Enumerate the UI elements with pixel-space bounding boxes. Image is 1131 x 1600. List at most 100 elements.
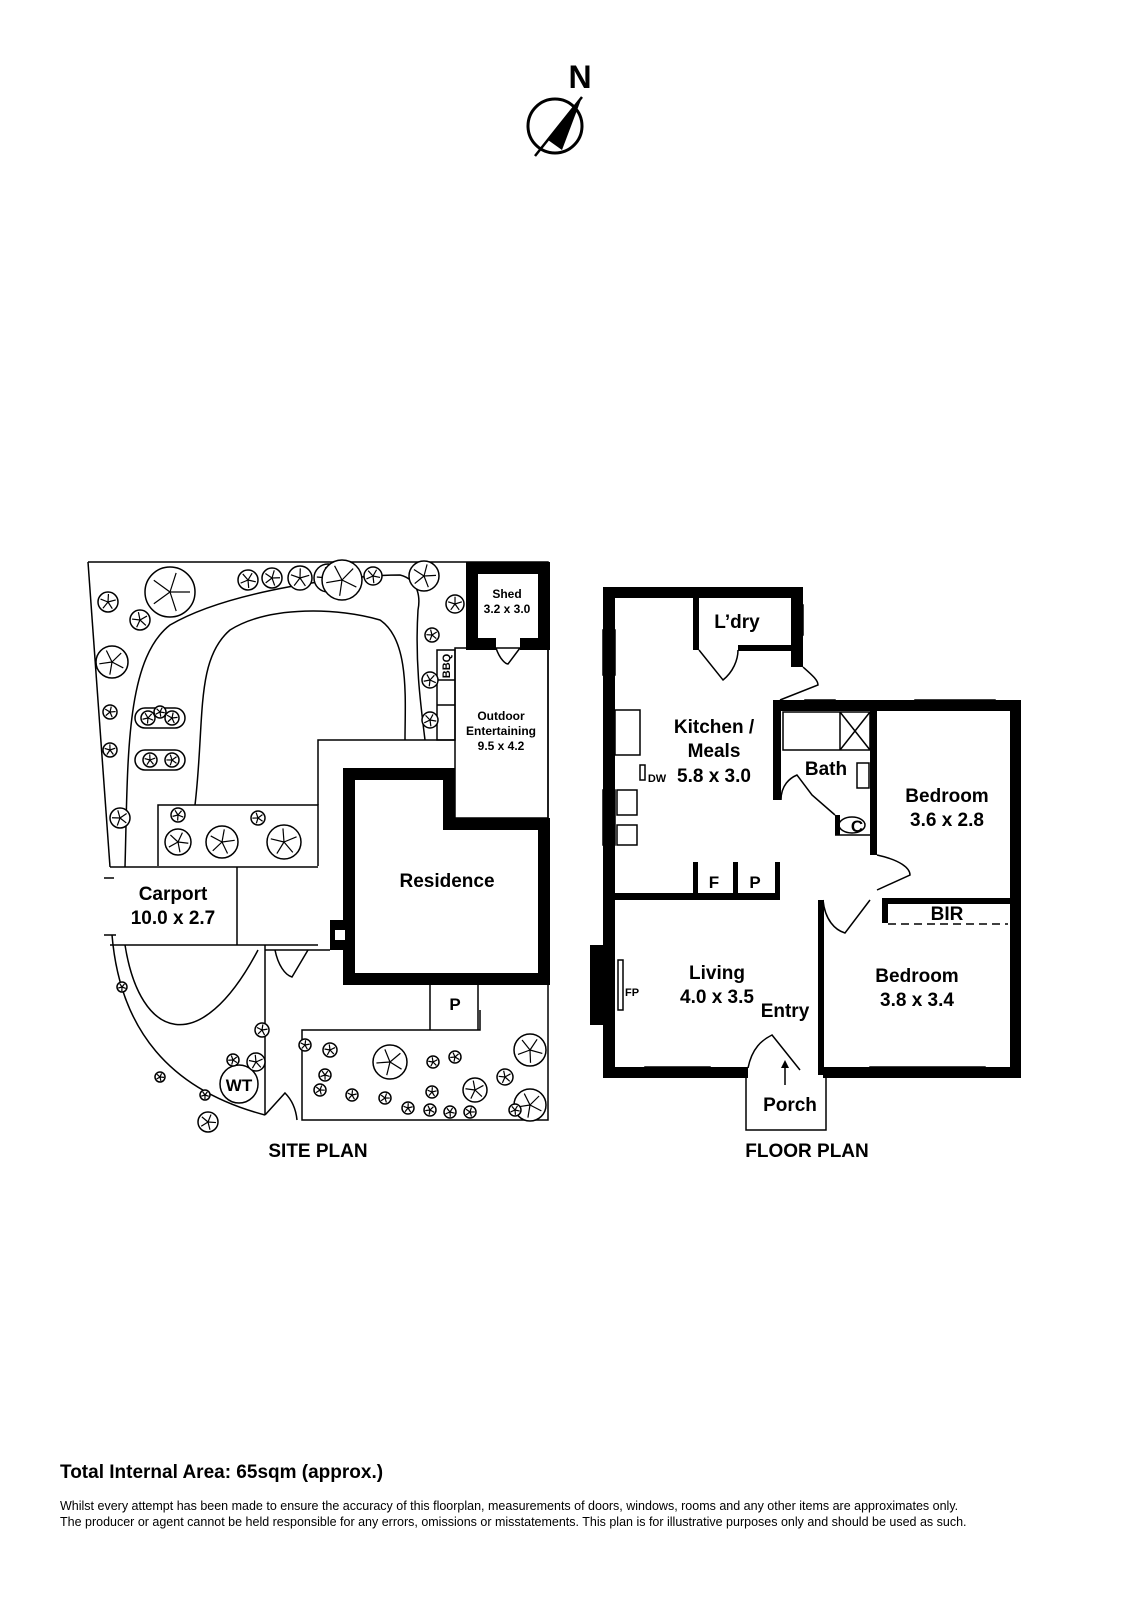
tree-branch <box>169 591 177 612</box>
tree-branch <box>428 1109 431 1115</box>
tree-branch <box>450 603 456 611</box>
living-label: Living <box>689 963 745 984</box>
tree-branch <box>136 619 141 628</box>
tree-branch <box>347 1092 353 1096</box>
tree-branch <box>242 573 249 581</box>
tree-branch <box>261 1028 268 1031</box>
tree-branch <box>413 568 425 577</box>
carport-label: Carport <box>139 884 208 905</box>
tree-branch <box>201 1116 209 1123</box>
tree-branch <box>449 1111 455 1114</box>
tree-branch <box>380 1097 386 1102</box>
tree-branch <box>446 1107 451 1113</box>
tree-branch <box>167 717 173 723</box>
bath-label: Bath <box>805 759 847 780</box>
tree-branch <box>166 714 173 719</box>
tree-branch <box>372 575 375 584</box>
disclaimer-line-2: The producer or agent cannot be held res… <box>60 1515 967 1529</box>
tree-branch <box>282 828 285 843</box>
tree-branch <box>171 712 174 719</box>
tree-branch <box>376 1061 391 1064</box>
tree-branch <box>474 1084 484 1091</box>
water-tank-label: WT <box>226 1076 253 1095</box>
tree-branch <box>177 814 184 818</box>
disclaimer: Whilst every attempt has been made to en… <box>60 1498 967 1530</box>
tree-branch <box>384 1093 388 1099</box>
tree-branch <box>510 1109 516 1113</box>
residence-label: Residence <box>399 871 494 892</box>
kitchen-size: 5.8 x 3.0 <box>677 766 751 787</box>
tree-branch <box>429 679 437 684</box>
tree-branch <box>212 841 223 852</box>
tree-branch <box>230 1055 234 1061</box>
tree-branch <box>106 749 111 755</box>
tree-branch <box>261 1029 266 1036</box>
tree-branch <box>156 708 161 713</box>
tree-branch <box>315 1089 321 1094</box>
tree-branch <box>315 1086 321 1091</box>
tree-branch <box>177 810 183 816</box>
pantry-label: P <box>749 873 760 892</box>
tree-branch <box>105 650 113 663</box>
tree-branch <box>425 1109 431 1112</box>
laundry-label: L’dry <box>714 612 760 633</box>
tree-branch <box>232 1056 238 1061</box>
tree-branch <box>169 759 173 766</box>
tree-branch <box>221 839 235 843</box>
tree-branch <box>521 1039 531 1051</box>
tree-branch <box>423 564 428 577</box>
tree-branch <box>469 1107 473 1113</box>
tree-branch <box>159 1073 163 1078</box>
site-plan-trees <box>95 559 547 1133</box>
tree-branch <box>431 1091 436 1097</box>
tree-branch <box>105 711 111 717</box>
tree-branch <box>171 716 178 719</box>
tree-branch <box>270 838 285 843</box>
tree-branch <box>109 747 116 751</box>
tree-branch <box>171 717 175 724</box>
tree-branch <box>177 832 183 843</box>
tree-branch <box>523 1093 531 1106</box>
tree-branch <box>428 1060 434 1063</box>
tree-branch <box>469 1111 473 1117</box>
tree-branch <box>121 983 125 988</box>
tree-branch <box>111 661 124 669</box>
tree-branch <box>231 1059 234 1065</box>
tree-branch <box>293 577 301 586</box>
tree-branch <box>232 1059 238 1064</box>
tree-branch <box>334 565 343 581</box>
tree-branch <box>423 575 429 588</box>
tree-branch <box>326 579 343 584</box>
tree-branch <box>453 1056 456 1062</box>
tree-branch <box>430 629 433 636</box>
tree-branch <box>283 836 297 843</box>
tree-branch <box>304 1043 310 1046</box>
tree-branch <box>504 1076 511 1082</box>
tree-branch <box>144 712 149 719</box>
tree-branch <box>430 1061 434 1067</box>
tree-branch <box>372 569 378 577</box>
tree-branch <box>247 572 253 581</box>
tree-branch <box>131 618 141 621</box>
tree-branch <box>159 711 165 714</box>
tree-branch <box>109 711 113 718</box>
tree-branch <box>174 809 179 816</box>
tree-branch <box>104 747 111 751</box>
tree-branch <box>429 1106 434 1111</box>
shed-size: 3.2 x 3.0 <box>484 602 531 616</box>
tree-branch <box>109 749 114 755</box>
tree-branch <box>454 601 463 605</box>
tree-branch <box>99 661 113 665</box>
tree-branch <box>201 1094 206 1097</box>
tree-branch <box>301 1044 306 1049</box>
tree-branch <box>100 598 109 603</box>
tree-branch <box>429 719 432 727</box>
tree-branch <box>432 1059 438 1063</box>
fireplace-label: FP <box>625 987 639 999</box>
tree-branch <box>255 812 259 819</box>
tree-branch <box>407 1106 413 1109</box>
tree-branch <box>341 579 357 588</box>
tree-branch <box>367 570 374 577</box>
tree-branch <box>221 841 229 854</box>
